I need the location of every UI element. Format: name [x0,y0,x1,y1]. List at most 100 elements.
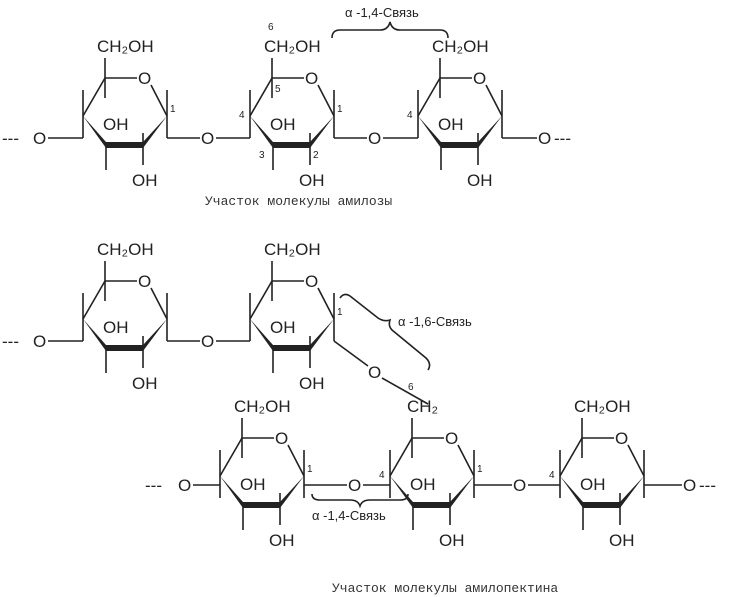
chain-continuation: --- [145,476,162,495]
carbon-number-1: 1 [307,464,313,475]
bond-line [82,77,106,117]
hydroxyl-c2: OH [467,171,493,190]
bond-line [317,84,335,117]
glucose-ring: O CH₂OH OH OH 1 [82,37,176,190]
bold-bond [413,502,450,508]
bold-bond [243,502,280,508]
bond-line [381,377,429,405]
wedge-bond [143,116,167,148]
hydroxyl-c3: OH [438,115,464,134]
wedge-bond [620,476,644,508]
bond-line [485,84,503,117]
carbon-number-1: 1 [337,307,343,318]
amylose-bond-label: α -1,4-Связь [345,5,419,20]
amylopectin-caption: Участок молекулы амилопектина [332,581,558,596]
bond-line [317,287,335,320]
hydroxyl-c3: OH [240,475,266,494]
ch2oh-group: CH₂OH [432,37,489,56]
carbon-number-1: 1 [337,104,343,115]
chain-continuation: --- [554,129,571,148]
ring-oxygen: O [305,272,318,291]
bond-line [219,437,243,477]
carbon-number-1: 1 [170,104,176,115]
wedge-bond [250,319,273,351]
carbon-number-2: 2 [313,150,319,161]
bond-line [457,444,475,477]
ch2-group: CH₂ [407,397,438,416]
ring-oxygen: O [445,429,458,448]
carbon-number-1: 1 [477,464,483,475]
carbon-number-6: 6 [268,22,274,33]
chain-continuation: --- [2,332,19,351]
carbon-number-5: 5 [275,84,281,95]
wedge-bond [390,476,413,508]
glycosidic-oxygen: O [513,476,526,495]
amylopectin-branch-bond-label: α -1,6-Связь [398,314,472,329]
glycosidic-oxygen: O [201,332,214,351]
ch2oh-group: CH₂OH [574,397,631,416]
glycosidic-oxygen: O [33,129,46,148]
carbon-number-3: 3 [259,150,265,161]
bond-line [287,444,305,477]
glycosidic-oxygen: O [178,476,191,495]
wedge-bond [280,476,304,508]
amylose-1-4-bond-brace [331,21,449,39]
wedge-bond [220,476,243,508]
bond-line [82,280,106,320]
chain-continuation: --- [2,129,19,148]
wedge-bond [83,116,106,148]
ring-oxygen: O [138,272,151,291]
glucose-ring: O CH₂OH OH OH 4 [407,37,503,190]
hydroxyl-c3: OH [103,115,129,134]
amylose-caption: Участок молекулы амилозы [205,194,392,209]
ring-oxygen: O [473,69,486,88]
amylopectin-chain-bond-label: α -1,4-Связь [312,508,386,523]
glycosidic-oxygen: O [348,476,361,495]
hydroxyl-c2: OH [299,374,325,393]
bond-line [249,77,273,117]
wedge-bond [83,319,106,351]
carbon-number-4: 4 [239,110,245,121]
bond-line [559,437,583,477]
bold-bond [583,502,620,508]
glycosidic-oxygen: O [538,129,551,148]
glycosidic-oxygen: O [368,129,381,148]
bold-bond [273,142,310,148]
hydroxyl-c2: OH [439,531,465,550]
wedge-bond [250,116,273,148]
bond-line [333,340,369,367]
bold-bond [273,345,310,351]
hydroxyl-c2: OH [132,171,158,190]
bond-line [150,287,168,320]
ch2oh-group: CH₂OH [234,397,291,416]
hydroxyl-c3: OH [580,475,606,494]
ring-oxygen: O [138,69,151,88]
bold-bond [106,142,143,148]
wedge-bond [418,116,441,148]
hydroxyl-c3: OH [103,318,129,337]
glycosidic-oxygen: O [368,363,381,382]
amylopectin-1-4-bond-brace [311,493,409,509]
ch2oh-group: CH₂OH [97,37,154,56]
carbon-number-6: 6 [408,382,414,393]
ch2oh-group: CH₂OH [264,240,321,259]
carbon-number-4: 4 [379,470,385,481]
carbon-number-4: 4 [407,110,413,121]
wedge-bond [143,319,167,351]
carbon-number-4: 4 [549,470,555,481]
ring-oxygen: O [275,429,288,448]
bond-line [150,84,168,117]
chain-continuation: --- [699,476,716,495]
glycosidic-oxygen: O [201,129,214,148]
glycosidic-oxygen: O [683,476,696,495]
wedge-bond [478,116,502,148]
ring-oxygen: O [615,429,628,448]
wedge-bond [310,116,334,148]
wedge-bond [310,319,334,351]
ch2oh-group: CH₂OH [97,240,154,259]
hydroxyl-c2: OH [299,171,325,190]
